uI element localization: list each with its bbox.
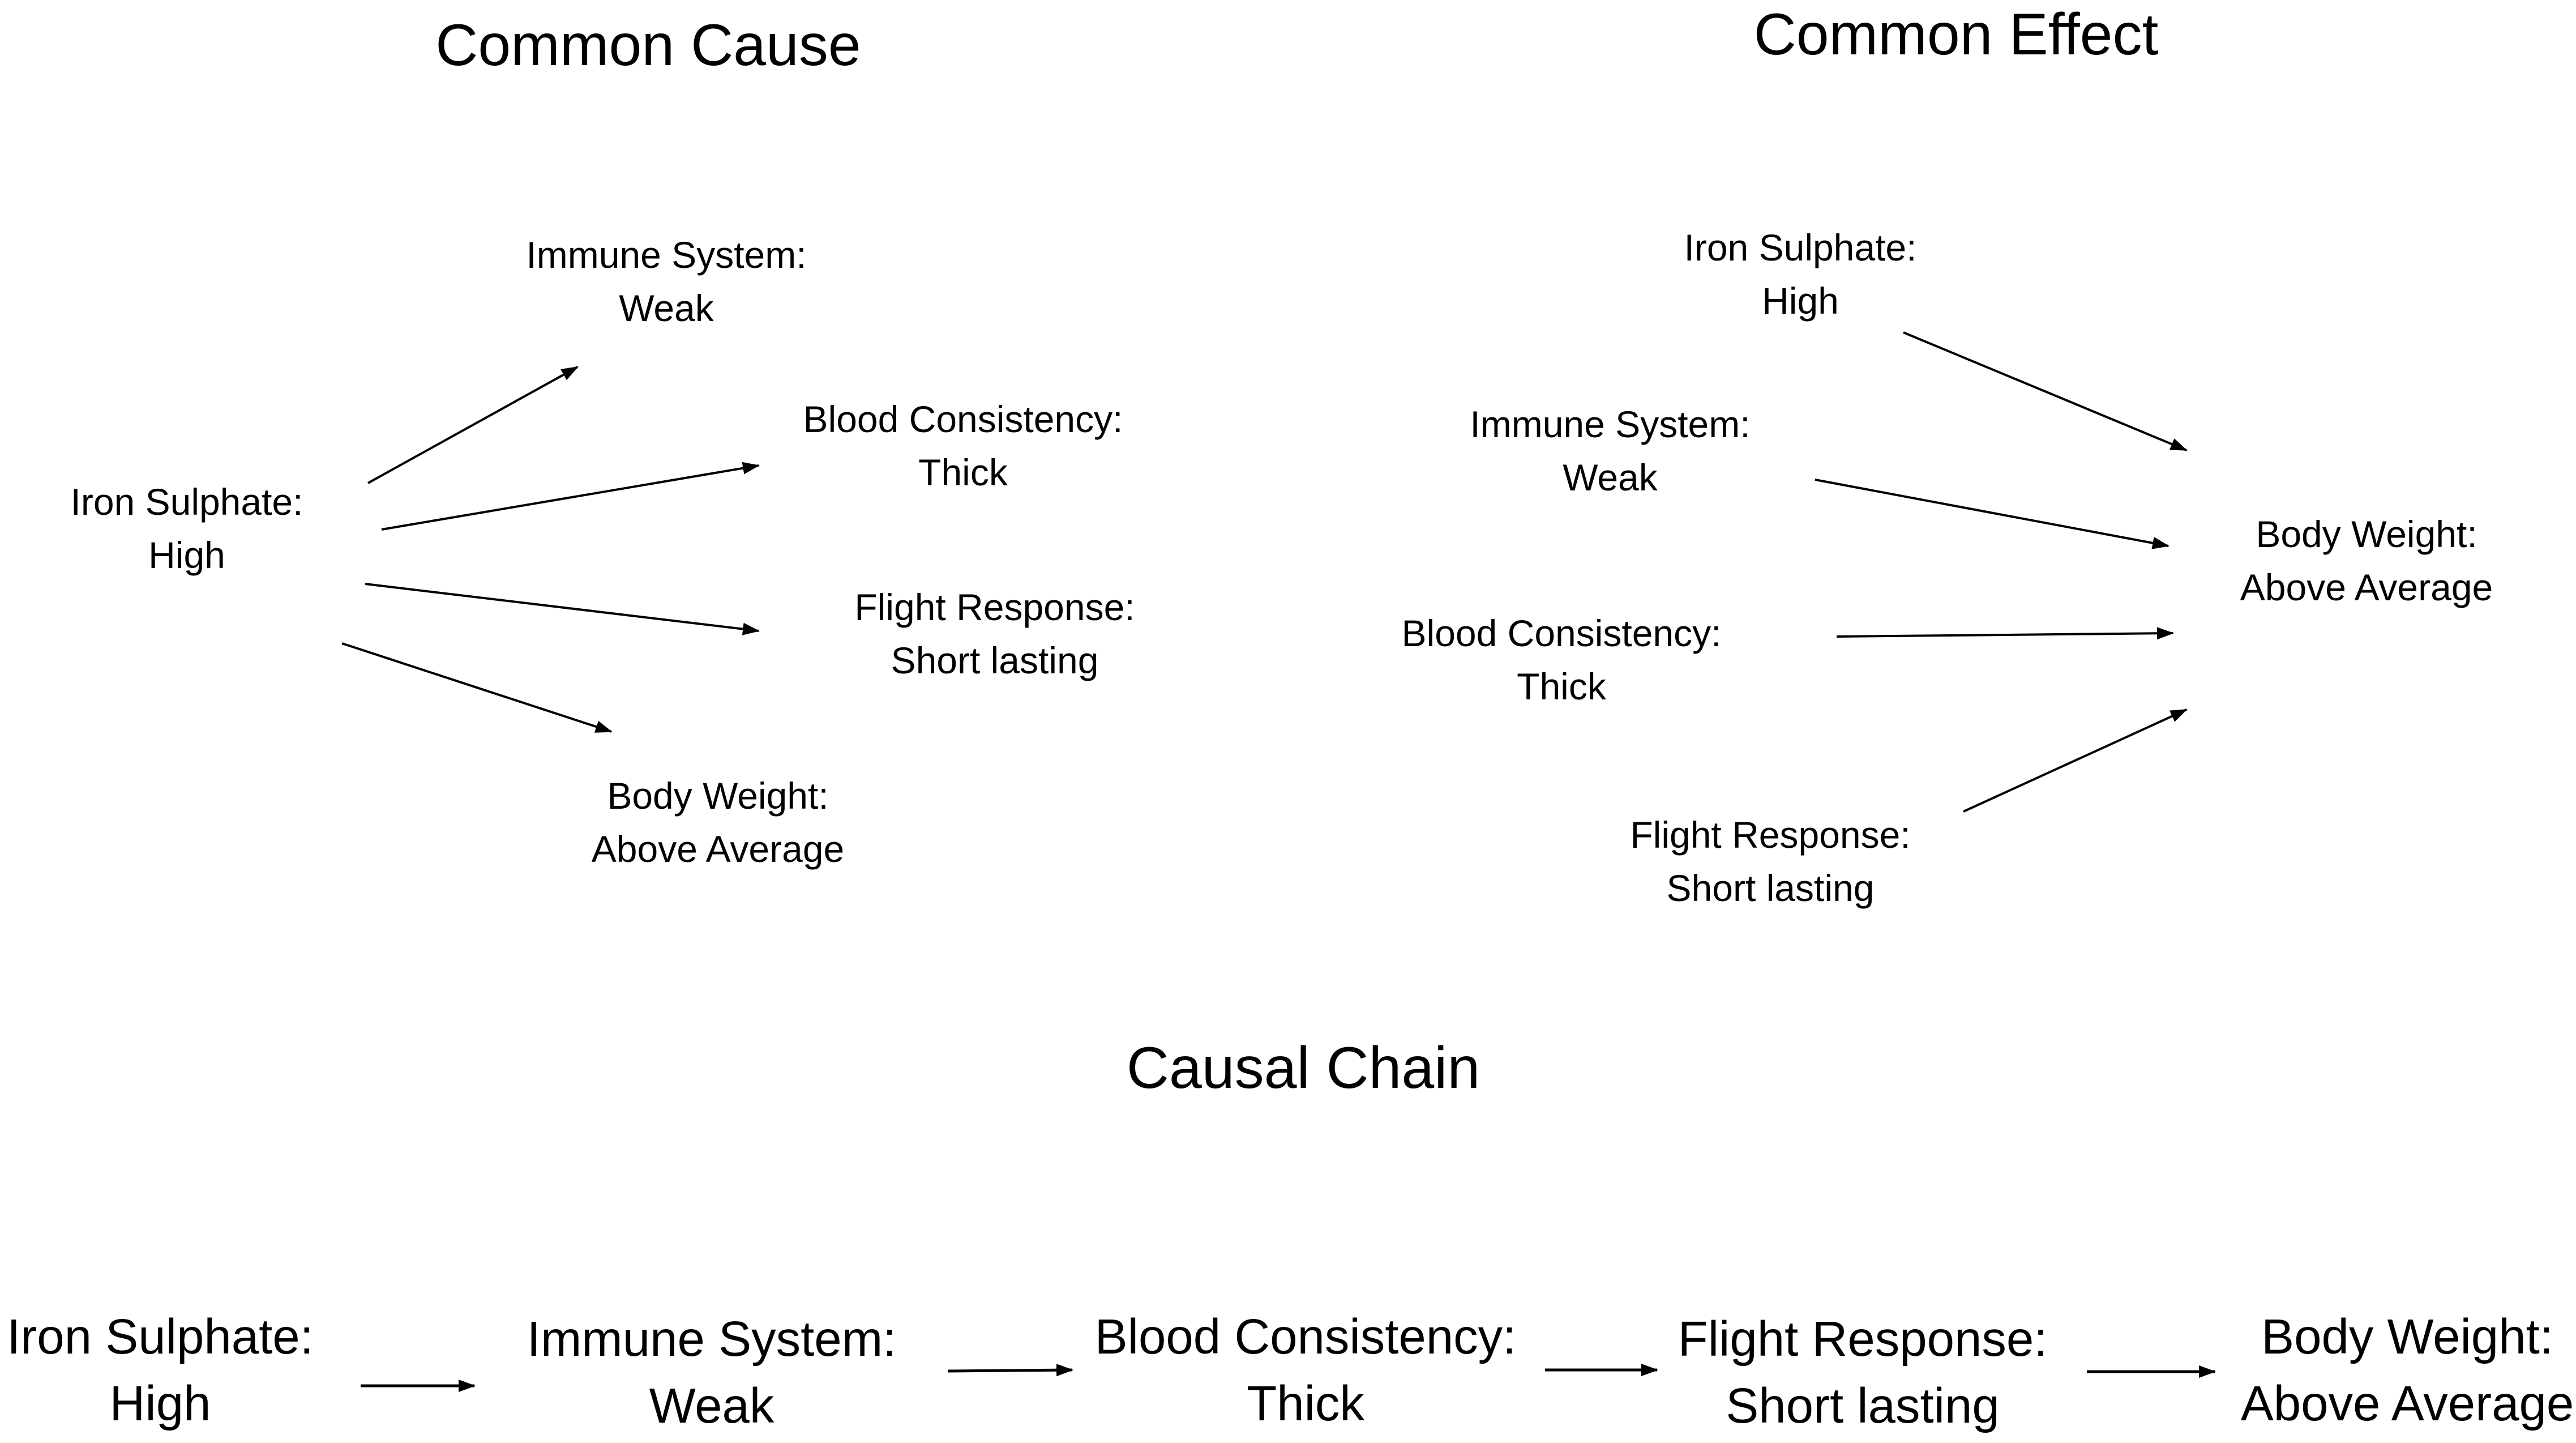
node-name: Body Weight: <box>2261 1309 2553 1364</box>
node-value: Weak <box>1563 456 1658 498</box>
ce-node-iron-sulphate: Iron Sulphate: High <box>1684 221 1917 327</box>
node-value: High <box>109 1376 211 1431</box>
title-common-effect: Common Effect <box>1753 2 2159 67</box>
node-value: Short lasting <box>891 639 1099 681</box>
node-value: Weak <box>649 1378 774 1433</box>
ce-arrow-iron <box>1903 331 2188 451</box>
node-name: Flight Response: <box>1630 814 1911 856</box>
ce-node-immune-system: Immune System: Weak <box>1470 398 1750 504</box>
ce-arrow-immune <box>1815 479 2170 549</box>
cc-arrow-immune <box>367 366 579 484</box>
cc-arrow-flight <box>365 583 760 635</box>
node-name: Blood Consistency: <box>1094 1309 1517 1364</box>
node-value: Thick <box>918 451 1008 493</box>
title-common-cause: Common Cause <box>435 12 861 78</box>
node-value: Thick <box>1517 665 1606 707</box>
ce-arrow-blood <box>1836 627 2174 640</box>
cc-arrow-blood <box>381 462 760 531</box>
ce-node-flight-response: Flight Response: Short lasting <box>1630 808 1910 915</box>
chain-node-iron-sulphate: Iron Sulphate: High <box>7 1304 314 1437</box>
node-name: Iron Sulphate: <box>7 1309 314 1364</box>
title-causal-chain: Causal Chain <box>1126 1035 1480 1101</box>
ce-node-blood-consistency: Blood Consistency: Thick <box>1402 607 1722 713</box>
chain-node-body-weight: Body Weight: Above Average <box>2241 1304 2574 1437</box>
node-name: Blood Consistency: <box>803 398 1123 440</box>
node-value: Thick <box>1247 1376 1364 1431</box>
ce-arrow-flight <box>1963 708 2188 813</box>
cc-arrow-weight <box>341 642 613 733</box>
node-name: Body Weight: <box>607 775 829 817</box>
chain-node-immune-system: Immune System: Weak <box>527 1306 897 1440</box>
cc-node-body-weight: Body Weight: Above Average <box>592 769 844 876</box>
cc-node-flight-response: Flight Response: Short lasting <box>854 580 1135 687</box>
node-value: Short lasting <box>1666 867 1875 909</box>
cc-node-blood-consistency: Blood Consistency: Thick <box>803 392 1123 499</box>
node-value: Above Average <box>591 828 845 870</box>
node-name: Immune System: <box>526 234 807 276</box>
node-name: Flight Response: <box>1678 1312 2048 1367</box>
chain-node-blood-consistency: Blood Consistency: Thick <box>1095 1304 1517 1437</box>
node-name: Blood Consistency: <box>1401 612 1722 654</box>
node-value: High <box>1762 280 1839 322</box>
node-name: Iron Sulphate: <box>70 481 303 523</box>
cc-node-immune-system: Immune System: Weak <box>526 228 806 335</box>
node-value: Above Average <box>2240 566 2493 608</box>
node-value: Above Average <box>2240 1376 2574 1431</box>
node-value: High <box>148 534 225 576</box>
node-name: Immune System: <box>527 1312 897 1367</box>
node-name: Flight Response: <box>854 586 1135 628</box>
cc-node-iron-sulphate: Iron Sulphate: High <box>71 475 303 582</box>
node-name: Body Weight: <box>2256 513 2477 555</box>
node-value: Short lasting <box>1726 1378 2000 1433</box>
node-name: Immune System: <box>1470 403 1751 445</box>
node-name: Iron Sulphate: <box>1684 227 1917 268</box>
node-value: Weak <box>619 287 714 329</box>
ce-node-body-weight: Body Weight: Above Average <box>2240 507 2493 614</box>
chain-arrow-2 <box>947 1364 1073 1377</box>
chain-node-flight-response: Flight Response: Short lasting <box>1678 1306 2048 1440</box>
